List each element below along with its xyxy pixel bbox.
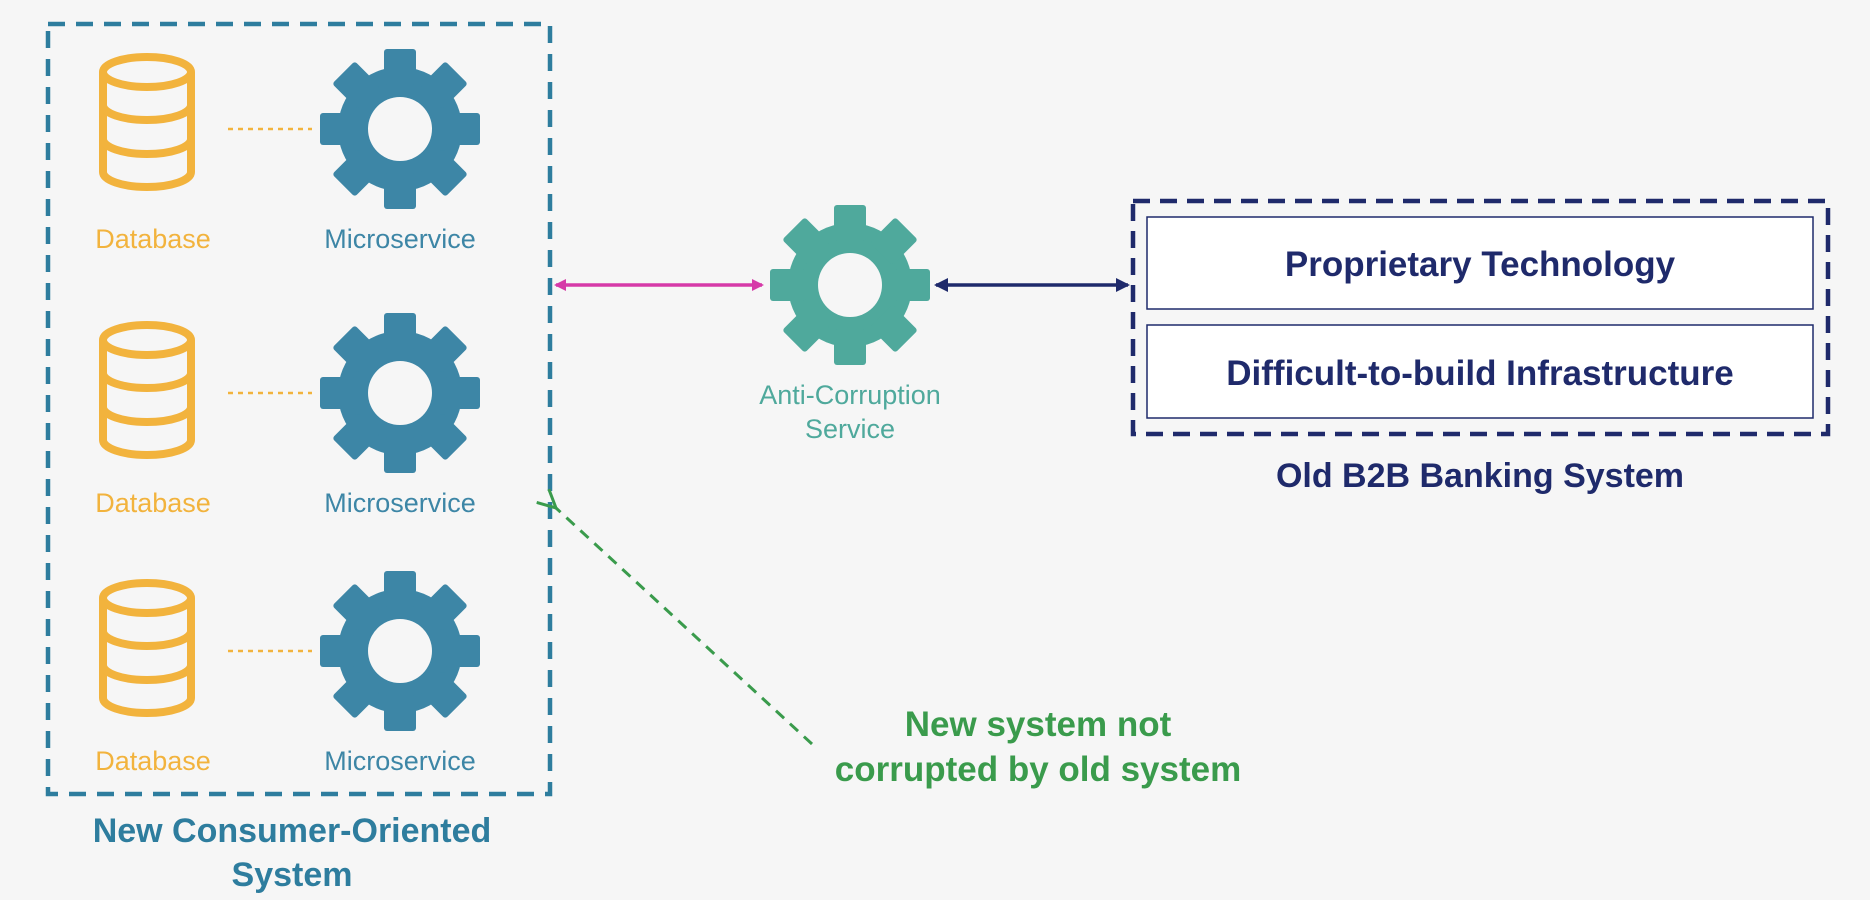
anti-corruption-gear-icon xyxy=(770,205,930,365)
database-icon xyxy=(99,579,195,717)
new-system-label: New Consumer-Oriented xyxy=(93,812,492,850)
annotation-arrow xyxy=(556,508,814,746)
database-label: Database xyxy=(95,746,211,776)
service-row: Database Microservice xyxy=(95,49,480,254)
microservice-label: Microservice xyxy=(324,746,476,776)
gear-icon xyxy=(320,49,480,209)
anti-corruption-label-line2: Service xyxy=(805,414,895,444)
old-system-boundary xyxy=(1130,198,1831,437)
microservice-label: Microservice xyxy=(324,224,476,254)
service-row: Database Microservice xyxy=(95,571,480,776)
database-label: Database xyxy=(95,224,211,254)
anti-corruption-label: Anti-Corruption xyxy=(759,380,941,410)
gear-icon xyxy=(320,313,480,473)
gear-icon xyxy=(320,571,480,731)
database-icon xyxy=(99,53,195,191)
old-system-label: Old B2B Banking System xyxy=(1276,457,1684,495)
proprietary-technology-label: Proprietary Technology xyxy=(1285,245,1676,284)
annotation-text: New system not xyxy=(905,705,1172,744)
proprietary-technology-box xyxy=(1146,216,1814,310)
annotation-text-line2: corrupted by old system xyxy=(835,750,1241,789)
new-system-label-line2: System xyxy=(232,856,353,894)
database-icon xyxy=(99,321,195,459)
new-system-boundary xyxy=(45,21,553,797)
microservice-label: Microservice xyxy=(324,488,476,518)
infrastructure-box xyxy=(1146,324,1814,419)
service-row: Database Microservice xyxy=(95,313,480,518)
infrastructure-label: Difficult-to-build Infrastructure xyxy=(1226,354,1733,393)
database-label: Database xyxy=(95,488,211,518)
